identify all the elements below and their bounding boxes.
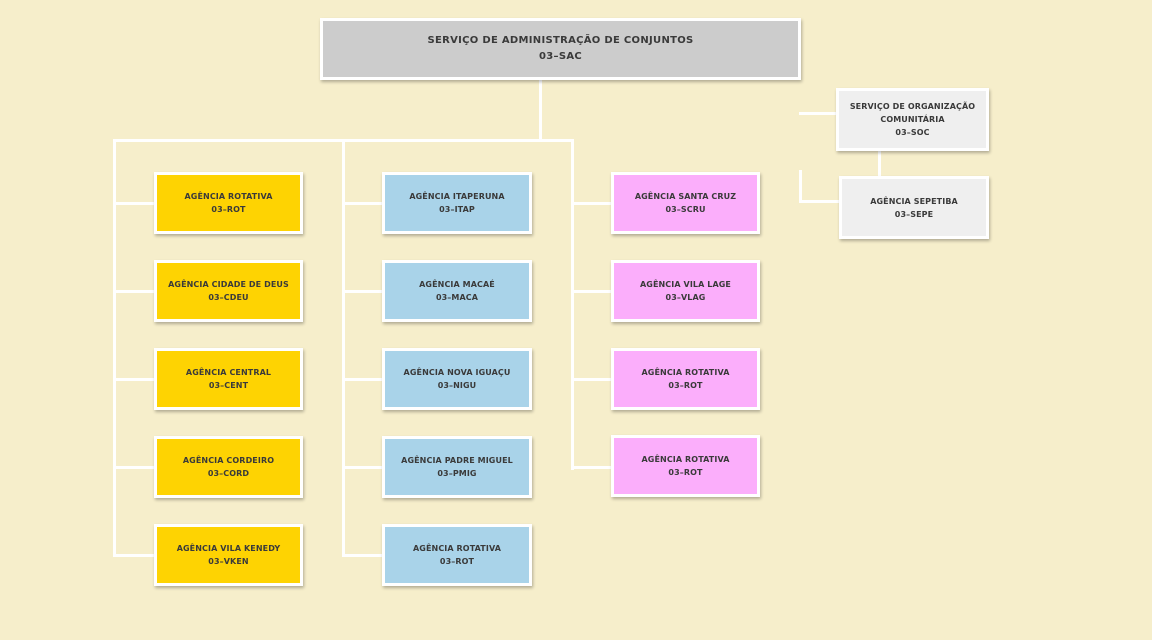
agency-node[interactable]: AGÊNCIA ROTATIVA 03–ROT: [154, 172, 303, 234]
connector-line: [113, 466, 156, 469]
root-node[interactable]: SERVIÇO DE ADMINISTRAÇÃO DE CONJUNTOS 03…: [320, 18, 801, 80]
agency-node[interactable]: AGÊNCIA SEPETIBA 03–SEPE: [839, 176, 989, 239]
connector-line: [799, 200, 841, 203]
node-code: 03–ROT: [668, 381, 703, 390]
node-name-line-2: COMUNITÁRIA: [880, 115, 945, 124]
agency-node[interactable]: AGÊNCIA MACAÉ 03–MACA: [382, 260, 532, 322]
node-code: 03–VLAG: [665, 293, 706, 302]
agency-node[interactable]: AGÊNCIA ROTATIVA 03–ROT: [611, 435, 760, 497]
agency-node[interactable]: AGÊNCIA ROTATIVA 03–ROT: [611, 348, 760, 410]
connector-line: [113, 139, 116, 557]
connector-line: [571, 202, 613, 205]
node-code: 03–ITAP: [439, 205, 475, 214]
agency-node[interactable]: AGÊNCIA ITAPERUNA 03–ITAP: [382, 172, 532, 234]
connector-line: [342, 202, 384, 205]
node-name: AGÊNCIA CENTRAL: [185, 368, 272, 377]
node-code: 03–PMIG: [437, 469, 477, 478]
agency-node[interactable]: AGÊNCIA VILA KENEDY 03–VKEN: [154, 524, 303, 586]
node-code: 03–CENT: [208, 381, 249, 390]
node-name: AGÊNCIA CORDEIRO: [182, 456, 275, 465]
agency-node[interactable]: AGÊNCIA NOVA IGUAÇU 03–NIGU: [382, 348, 532, 410]
node-code: 03–NIGU: [437, 381, 477, 390]
node-code: 03–SOC: [895, 128, 930, 137]
connector-line: [113, 554, 156, 557]
agency-node[interactable]: AGÊNCIA CIDADE DE DEUS 03–CDEU: [154, 260, 303, 322]
node-name: AGÊNCIA SANTA CRUZ: [634, 192, 737, 201]
agency-node[interactable]: AGÊNCIA SANTA CRUZ 03–SCRU: [611, 172, 760, 234]
node-code: 03–ROT: [211, 205, 246, 214]
node-code: 03–ROT: [439, 557, 475, 566]
service-node[interactable]: SERVIÇO DE ORGANIZAÇÃO COMUNITÁRIA 03–SO…: [836, 88, 989, 151]
node-name: AGÊNCIA ROTATIVA: [641, 455, 730, 464]
connector-line: [342, 378, 384, 381]
connector-line: [571, 139, 574, 470]
node-name: AGÊNCIA SEPETIBA: [870, 196, 958, 206]
connector-line: [878, 149, 881, 179]
node-name: AGÊNCIA ITAPERUNA: [409, 192, 505, 201]
connector-line: [539, 79, 542, 141]
node-name-line-1: SERVIÇO DE ORGANIZAÇÃO: [849, 102, 976, 111]
connector-line: [799, 170, 802, 203]
connector-line: [113, 202, 156, 205]
node-code: 03–MACA: [435, 293, 479, 302]
connector-line: [342, 290, 384, 293]
node-name: AGÊNCIA MACAÉ: [419, 280, 495, 289]
agency-node[interactable]: AGÊNCIA ROTATIVA 03–ROT: [382, 524, 532, 586]
node-name: AGÊNCIA CIDADE DE DEUS: [168, 280, 289, 289]
connector-line: [571, 378, 613, 381]
agency-node[interactable]: AGÊNCIA VILA LAGE 03–VLAG: [611, 260, 760, 322]
connector-line: [571, 466, 613, 469]
node-name: AGÊNCIA ROTATIVA: [184, 192, 273, 201]
node-name: AGÊNCIA PADRE MIGUEL: [401, 456, 513, 465]
node-code: 03–CORD: [207, 469, 250, 478]
node-name: AGÊNCIA NOVA IGUAÇU: [403, 368, 511, 377]
node-name: AGÊNCIA ROTATIVA: [413, 544, 501, 553]
connector-line: [342, 554, 384, 557]
node-code: 03–SCRU: [665, 205, 706, 214]
node-code: 03–ROT: [668, 468, 703, 477]
connector-line: [113, 290, 156, 293]
connector-line: [342, 466, 384, 469]
connector-line: [571, 290, 613, 293]
connector-line: [113, 378, 156, 381]
connector-line: [342, 139, 345, 557]
node-code: 03–SAC: [539, 51, 582, 62]
node-code: 03–CDEU: [208, 293, 249, 302]
agency-node[interactable]: AGÊNCIA CORDEIRO 03–CORD: [154, 436, 303, 498]
node-code: 03–SEPE: [894, 209, 934, 219]
connector-line: [799, 112, 839, 115]
node-name: AGÊNCIA VILA LAGE: [639, 280, 731, 289]
agency-node[interactable]: AGÊNCIA CENTRAL 03–CENT: [154, 348, 303, 410]
node-name: SERVIÇO DE ADMINISTRAÇÃO DE CONJUNTOS: [427, 35, 694, 46]
node-name: AGÊNCIA VILA KENEDY: [176, 544, 281, 553]
agency-node[interactable]: AGÊNCIA PADRE MIGUEL 03–PMIG: [382, 436, 532, 498]
node-code: 03–VKEN: [208, 557, 249, 566]
node-name: AGÊNCIA ROTATIVA: [641, 368, 730, 377]
